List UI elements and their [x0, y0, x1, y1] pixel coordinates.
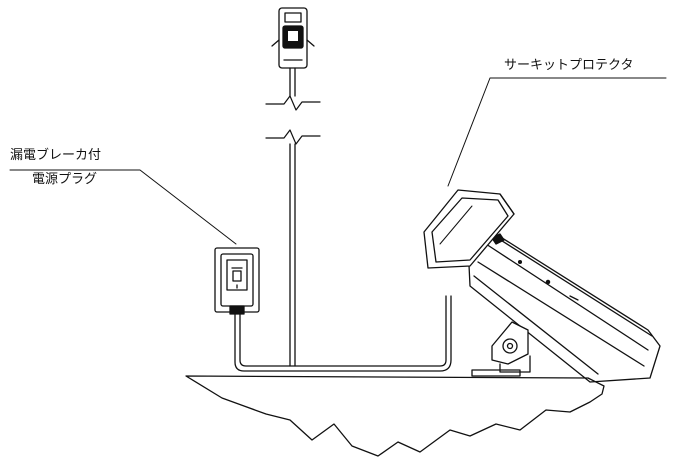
breaker-plug-leader: [9, 169, 237, 245]
remote-cable: [265, 67, 321, 367]
ground-conduit: [234, 295, 452, 372]
breaker-plug-label-line2: 電源プラグ: [32, 172, 98, 187]
machine-unit: [423, 189, 661, 383]
breaker-plug-outlet: [214, 247, 260, 315]
circuit-protector-label: サーキットプロテクタ: [504, 58, 634, 73]
breaker-plug-label-line1: 漏電ブレーカ付: [10, 148, 102, 163]
circuit-protector-leader: [447, 77, 667, 187]
remote-controller: [271, 7, 315, 69]
ground-base: [185, 375, 605, 457]
